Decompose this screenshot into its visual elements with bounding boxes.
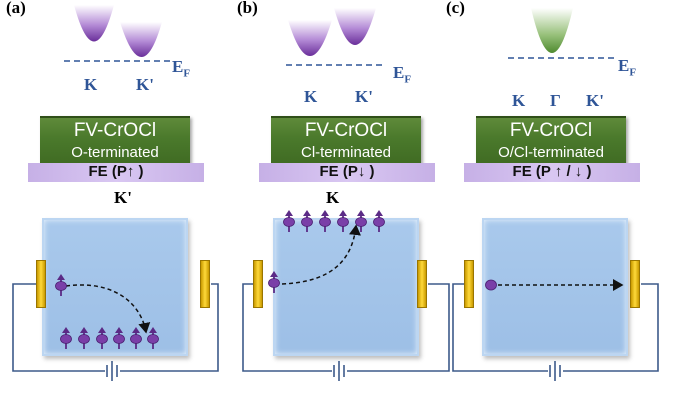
hall-device (482, 218, 628, 356)
spin-electrons (55, 210, 497, 349)
right-electrode (630, 260, 640, 308)
valley-label-k: K (84, 75, 98, 94)
valley-label-kprime: K' (355, 87, 373, 106)
valley-cone-kprime (120, 22, 162, 57)
layer-termination: O/Cl-terminated (498, 144, 604, 161)
battery-symbol (106, 361, 118, 381)
valley-label-gamma: Γ (550, 91, 561, 110)
fe-label: FE (P ↑ / ↓ ) (512, 163, 592, 180)
circuit-wire (452, 283, 659, 372)
panel-label: (b) (237, 0, 258, 17)
layer-name: FV-CrOCl (509, 120, 593, 141)
valley-cone-k (288, 20, 332, 56)
spin-up-electron (355, 210, 367, 232)
gamma-cone (531, 8, 573, 53)
ferroelectric-substrate: FE (P↓ ) (259, 163, 435, 182)
panel-c: (c) K Γ K' EF FV-CrOCl O/Cl-terminated F… (446, 0, 693, 401)
device-valley-label: K (326, 188, 340, 207)
right-electrode (417, 260, 427, 308)
panel-label: (a) (6, 0, 26, 17)
spin-up-electron (147, 327, 159, 349)
valley-cone-kprime (334, 8, 376, 45)
spin-up-electron (113, 327, 125, 349)
spin-up-electron (268, 271, 280, 293)
spin-up-electron (130, 327, 142, 349)
spin-up-electron (301, 210, 313, 232)
circuit-wire (242, 283, 450, 372)
fe-label: FE (P↑ ) (88, 163, 144, 180)
left-electrode (464, 260, 474, 308)
panel-b: (b) K K' EF FV-CrOCl Cl-terminated FE (P… (231, 0, 462, 401)
valley-label-k: K (304, 87, 318, 106)
valley-label-k: K (512, 91, 526, 110)
valley-label-kprime: K' (586, 91, 604, 110)
fermi-level-label: EF (393, 63, 412, 86)
fermi-level-label: EF (618, 56, 637, 79)
spin-up-electron (60, 327, 72, 349)
layer-name: FV-CrOCl (304, 120, 388, 141)
spin-up-electron (78, 327, 90, 349)
spin-up-electron (373, 210, 385, 232)
layer-name: FV-CrOCl (73, 120, 157, 141)
electron (485, 279, 497, 291)
fermi-level-label: EF (172, 57, 191, 80)
right-electrode (200, 260, 210, 308)
device-valley-label: K' (114, 188, 132, 207)
electron-trajectory (281, 224, 361, 285)
spin-up-electron (96, 327, 108, 349)
crocl-layer: FV-CrOCl O-terminated (40, 116, 190, 167)
layer-termination: Cl-terminated (300, 144, 392, 161)
layer-termination: O-terminated (71, 144, 159, 161)
valley-label-kprime: K' (136, 75, 154, 94)
spin-up-electron (319, 210, 331, 232)
ferroelectric-substrate: FE (P↑ ) (28, 163, 204, 182)
valley-cone-k (74, 5, 114, 42)
spin-up-electron (337, 210, 349, 232)
fe-label: FE (P↓ ) (319, 163, 375, 180)
panel-label: (c) (446, 0, 465, 17)
ferroelectric-substrate: FE (P ↑ / ↓ ) (464, 163, 640, 182)
battery-symbol (549, 361, 561, 381)
crocl-layer: FV-CrOCl Cl-terminated (271, 116, 421, 167)
left-electrode (253, 260, 263, 308)
circuit-wire (12, 283, 219, 372)
battery-symbol (333, 361, 345, 381)
electron-trajectory (65, 284, 151, 334)
spin-up-electron (55, 274, 67, 296)
hall-device (273, 218, 419, 356)
left-electrode (36, 260, 46, 308)
spin-up-electron (283, 210, 295, 232)
